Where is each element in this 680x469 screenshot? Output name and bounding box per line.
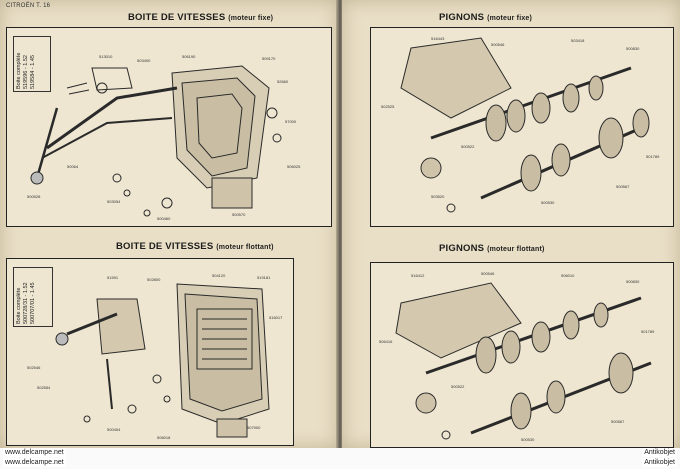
svg-text:513010: 513010 bbox=[99, 54, 113, 59]
title-sub: (moteur fixe) bbox=[228, 15, 274, 22]
section-title-gearbox-floating: BOITE DE VITESSES (moteur flottant) bbox=[116, 241, 274, 252]
label-line: Boite complète bbox=[16, 287, 22, 324]
svg-text:501789: 501789 bbox=[641, 329, 655, 334]
svg-text:52660: 52660 bbox=[277, 79, 289, 84]
svg-text:506010: 506010 bbox=[561, 273, 575, 278]
svg-text:506018: 506018 bbox=[157, 435, 171, 440]
svg-text:502800: 502800 bbox=[147, 277, 161, 282]
svg-text:516412: 516412 bbox=[411, 273, 425, 278]
svg-text:504120: 504120 bbox=[212, 273, 226, 278]
title-sub: (moteur fixe) bbox=[487, 15, 533, 22]
diagram-gearbox-fixed: 513010 503400 506190 509170 52660 57000 500… bbox=[6, 27, 332, 227]
svg-text:503054: 503054 bbox=[107, 199, 121, 204]
section-title-gears-fixed: PIGNONS (moteur fixe) bbox=[439, 12, 532, 23]
diagram-gears-floating: 516412 500546 506010 500830 506416 500522 5… bbox=[370, 262, 674, 448]
svg-text:500522: 500522 bbox=[451, 384, 465, 389]
label-line: 500728/31 - 1.52 bbox=[23, 282, 29, 324]
watermark-link: www.delcampe.net bbox=[3, 458, 66, 467]
svg-text:502546: 502546 bbox=[27, 365, 41, 370]
svg-text:500830: 500830 bbox=[626, 279, 640, 284]
title-sub: (moteur flottant) bbox=[216, 244, 274, 251]
svg-text:502525: 502525 bbox=[381, 104, 395, 109]
svg-text:506416: 506416 bbox=[379, 339, 393, 344]
footer-bar bbox=[0, 448, 680, 469]
svg-text:507900: 507900 bbox=[247, 425, 261, 430]
svg-text:501789: 501789 bbox=[646, 154, 660, 159]
diagram-gears-fixed: 516443 500546 503418 500830 502525 500522 5… bbox=[370, 27, 674, 227]
svg-text:516443: 516443 bbox=[431, 36, 445, 41]
title-sub: (moteur flottant) bbox=[487, 246, 545, 253]
label-line: Boite complète bbox=[16, 52, 22, 89]
svg-text:50064: 50064 bbox=[67, 164, 79, 169]
svg-text:500830: 500830 bbox=[626, 46, 640, 51]
svg-text:500546: 500546 bbox=[491, 42, 505, 47]
page-gutter bbox=[336, 0, 344, 448]
svg-text:506025: 506025 bbox=[287, 164, 301, 169]
svg-text:500567: 500567 bbox=[616, 184, 630, 189]
watermark-brand: Antikobjet bbox=[642, 448, 677, 457]
page-header: CITROËN T. 16 bbox=[6, 3, 51, 9]
gears-floating-drawing: 516412 500546 506010 500830 506416 500522 5… bbox=[379, 271, 655, 442]
svg-text:500530: 500530 bbox=[541, 200, 555, 205]
svg-text:509170: 509170 bbox=[262, 56, 276, 61]
svg-text:500530: 500530 bbox=[521, 437, 535, 442]
label-line: 519596 - 1.52 bbox=[23, 55, 29, 89]
label-box-gearbox-fixed: Boite complète 519596 - 1.52 519584 - 1.… bbox=[13, 36, 51, 92]
watermark-brand: Antikobjet bbox=[642, 458, 677, 467]
watermark-link: www.delcampe.net bbox=[3, 448, 66, 457]
diagram-gearbox-floating: 51591 502800 504120 519181 502546 502554 50… bbox=[6, 258, 294, 446]
svg-text:500404: 500404 bbox=[107, 427, 121, 432]
svg-text:503520: 503520 bbox=[431, 194, 445, 199]
svg-text:500567: 500567 bbox=[611, 419, 625, 424]
svg-text:506190: 506190 bbox=[182, 54, 196, 59]
svg-text:51591: 51591 bbox=[107, 275, 119, 280]
gearbox-floating-drawing: 51591 502800 504120 519181 502546 502554 50… bbox=[27, 273, 283, 440]
label-line: 519584 - 1.45 bbox=[30, 55, 36, 89]
svg-text:516017: 516017 bbox=[269, 315, 283, 320]
svg-text:500460: 500460 bbox=[157, 216, 171, 221]
section-title-gears-floating: PIGNONS (moteur flottant) bbox=[439, 243, 545, 254]
svg-text:519181: 519181 bbox=[257, 275, 271, 280]
svg-text:500546: 500546 bbox=[481, 271, 495, 276]
svg-text:500570: 500570 bbox=[232, 212, 246, 217]
left-page: CITROËN T. 16 BOITE DE VITESSES (moteur … bbox=[0, 0, 338, 448]
section-title-gearbox-fixed: BOITE DE VITESSES (moteur fixe) bbox=[128, 12, 273, 23]
svg-text:500522: 500522 bbox=[461, 144, 475, 149]
svg-text:503418: 503418 bbox=[571, 38, 585, 43]
svg-text:502554: 502554 bbox=[37, 385, 51, 390]
label-box-gearbox-floating: Boite complète 500728/31 - 1.52 500707/0… bbox=[13, 267, 53, 327]
title-main: PIGNONS bbox=[439, 243, 485, 254]
gears-fixed-drawing: 516443 500546 503418 500830 502525 500522 5… bbox=[381, 36, 660, 213]
svg-text:500528: 500528 bbox=[27, 194, 41, 199]
svg-text:57000: 57000 bbox=[285, 119, 297, 124]
title-main: BOITE DE VITESSES bbox=[128, 12, 226, 23]
title-main: BOITE DE VITESSES bbox=[116, 241, 214, 252]
title-main: PIGNONS bbox=[439, 12, 485, 23]
gearbox-fixed-drawing: 513010 503400 506190 509170 52660 57000 500… bbox=[27, 54, 301, 221]
label-line: 500707/01 - 1.45 bbox=[30, 282, 36, 324]
svg-text:503400: 503400 bbox=[137, 58, 151, 63]
right-page: PIGNONS (moteur fixe) bbox=[342, 0, 680, 448]
